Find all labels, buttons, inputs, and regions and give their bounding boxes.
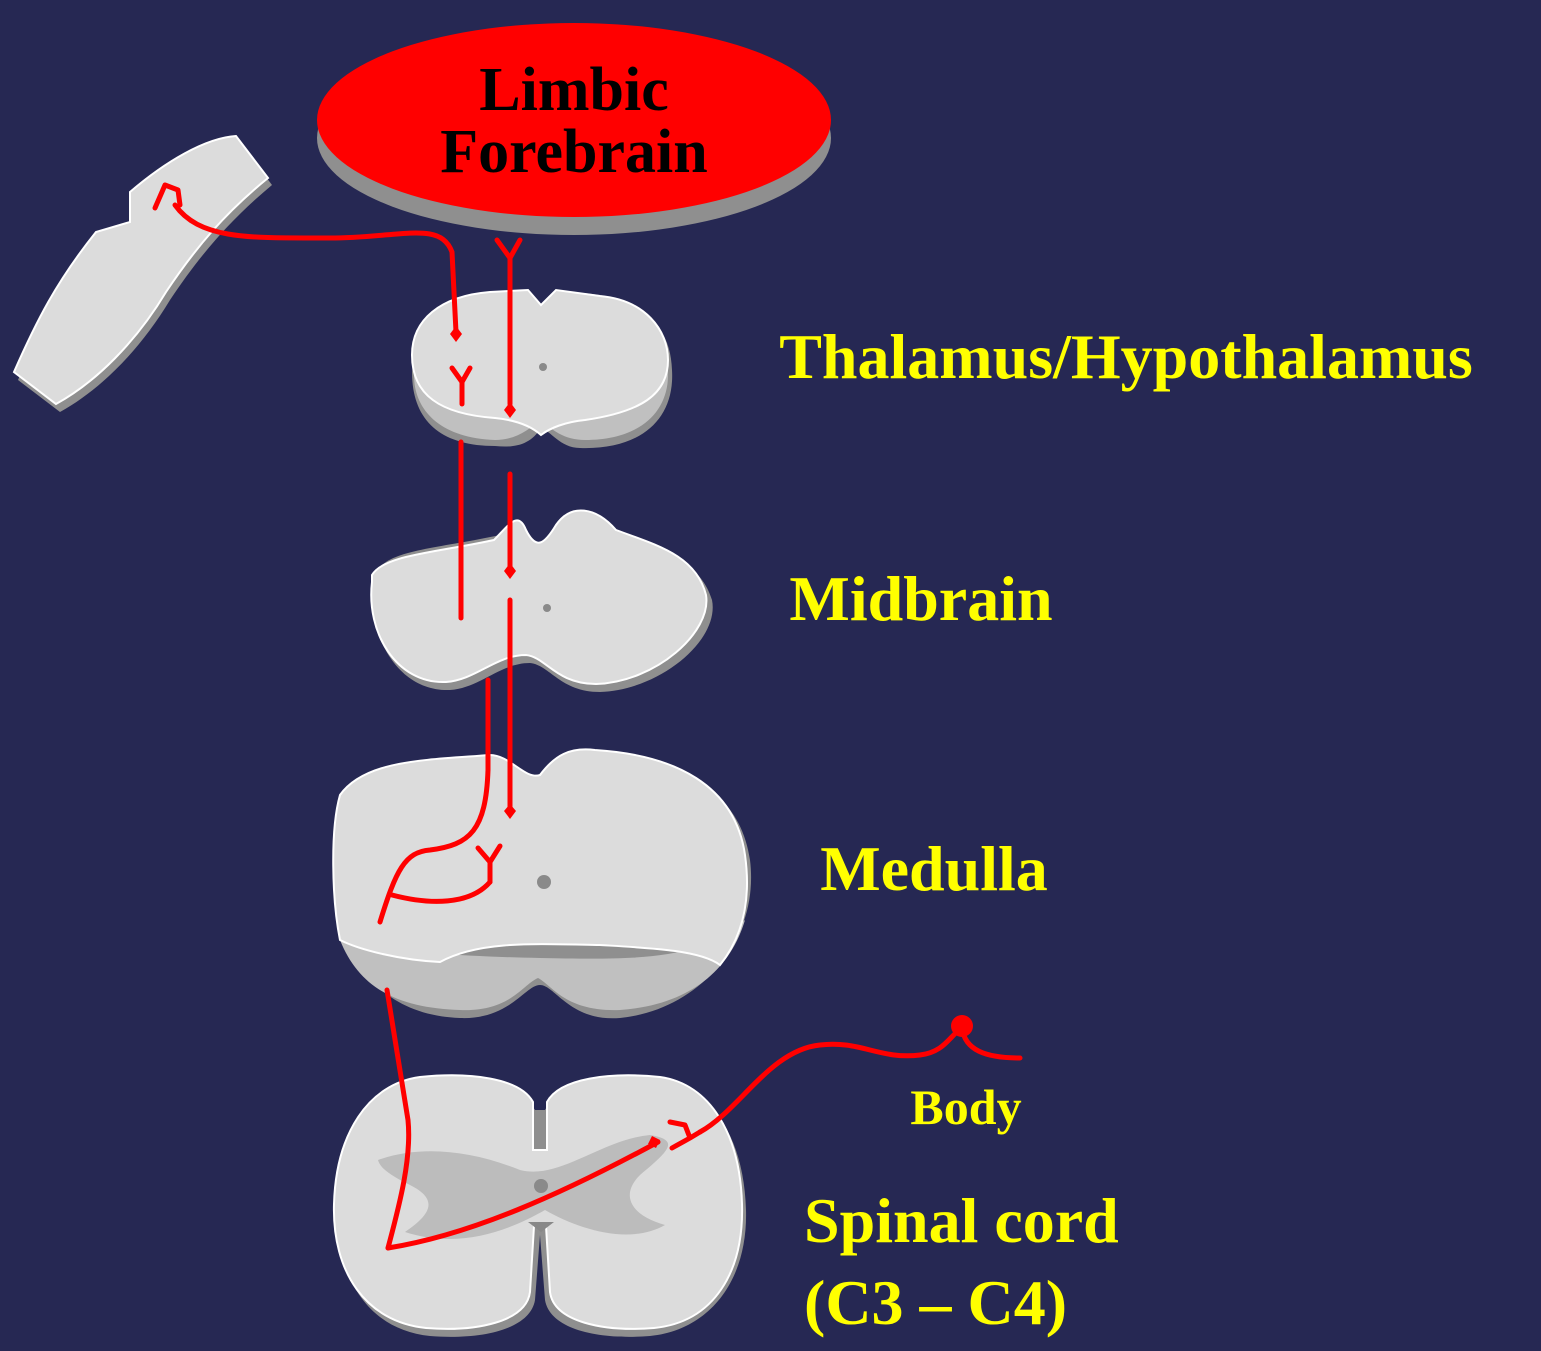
medulla-canal — [537, 875, 551, 889]
cortex-slice-shape — [14, 136, 268, 404]
thalamus-canal — [539, 363, 547, 371]
spinal-cord-label-line2: (C3 – C4) — [804, 1267, 1067, 1338]
medulla-slice-shape — [333, 749, 747, 965]
spinal-cord-label-line1: Spinal cord — [804, 1185, 1119, 1256]
midbrain-label: Midbrain — [789, 563, 1052, 634]
limbic-label-line2: Forebrain — [440, 118, 708, 186]
spinal-canal — [534, 1179, 548, 1193]
medulla-label: Medulla — [820, 833, 1048, 904]
cortex-fragment — [14, 136, 272, 412]
limbic-label-line1: Limbic — [479, 56, 668, 124]
spinal-cord-slice — [334, 1075, 746, 1336]
midbrain-slice-shape — [371, 510, 706, 684]
limbic-synapse — [497, 240, 520, 258]
thalamus-label: Thalamus/Hypothalamus — [779, 321, 1473, 392]
midbrain-canal — [543, 604, 551, 612]
limbic-forebrain-node: Limbic Forebrain — [317, 23, 831, 235]
body-receptor — [951, 1015, 973, 1037]
midbrain-slice — [371, 510, 712, 692]
body-label: Body — [910, 1079, 1021, 1135]
